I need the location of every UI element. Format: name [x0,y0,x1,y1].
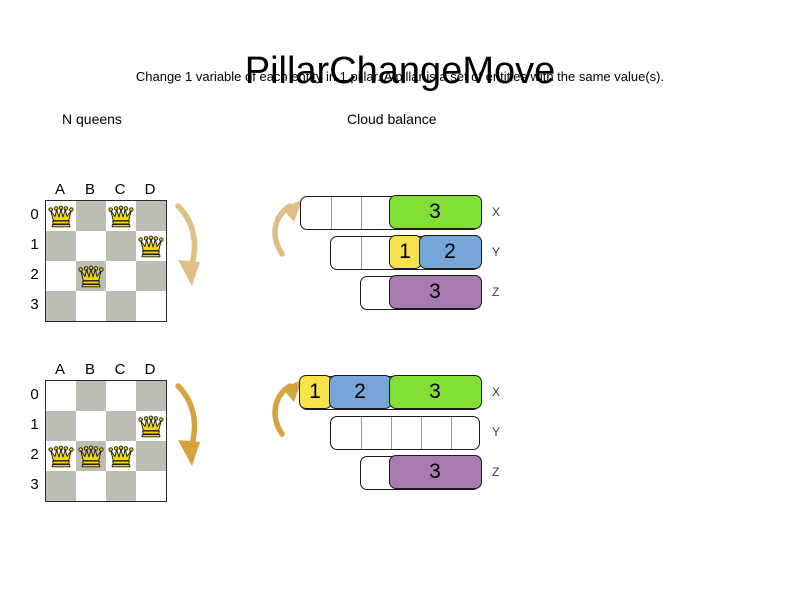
board-rank-label-1: 1 [30,236,39,253]
board-file-label-a: A [54,181,65,198]
arrow-board-move-icon [166,376,206,477]
section-caption-n-queens: N queens [62,111,122,127]
board-cell-a2[interactable] [46,261,76,291]
board-rank-labels: 0 1 2 3 [26,200,43,320]
queen-icon-d1[interactable] [138,415,164,438]
cloud-bar-divider [421,417,422,449]
board-grid[interactable] [45,380,167,502]
cloud-computer-label-y: Y [492,425,501,439]
cloud-computer-label-z: Z [492,285,500,299]
cloud-process-2[interactable]: 2 [328,374,392,409]
board-file-label-b: B [84,361,95,378]
board-cell-b0[interactable] [76,381,106,411]
board-rank-label-0: 0 [30,386,39,403]
board-cell-a1[interactable] [46,231,76,261]
board-cell-d2[interactable] [136,261,166,291]
board-cell-c3[interactable] [106,291,136,321]
board-rank-label-1: 1 [30,416,39,433]
cloud-process-3[interactable]: 3 [388,194,482,229]
cloud-process-2[interactable]: 2 [418,234,482,269]
board-rank-label-0: 0 [30,206,39,223]
cloud-process-1[interactable]: 1 [388,234,422,269]
arrow-cloud-move-icon [268,376,308,447]
board-file-label-b: B [84,181,95,198]
cloud-row-y[interactable]: Y [330,416,500,450]
board-file-label-c: C [114,181,126,198]
section-caption-cloud-balance: Cloud balance [347,111,437,127]
board-cell-c1[interactable] [106,231,136,261]
cloud-bar-divider [451,417,452,449]
board-cell-c3[interactable] [106,471,136,501]
cloud-bar-divider [361,237,362,269]
board-rank-label-2: 2 [30,266,39,283]
cloud-computer-label-x: X [492,205,501,219]
board-cell-d2[interactable] [136,441,166,471]
board-file-label-c: C [114,361,126,378]
board-file-labels: A B C D [45,180,165,200]
queen-icon-c2[interactable] [108,445,134,468]
board-cell-b3[interactable] [76,291,106,321]
board-file-labels: A B C D [45,360,165,380]
cloud-bar-divider [391,417,392,449]
cloud-computer-label-x: X [492,385,501,399]
cloud-computer-label-z: Z [492,465,500,479]
board-cell-b1[interactable] [76,411,106,441]
board-rank-label-3: 3 [30,476,39,493]
board-cell-d3[interactable] [136,471,166,501]
board-file-label-a: A [54,361,65,378]
board-cell-c1[interactable] [106,411,136,441]
board-rank-label-3: 3 [30,296,39,313]
arrow-board-move-icon [166,196,206,297]
cloud-bar-track [330,416,480,450]
queen-icon-a0[interactable] [48,205,74,228]
cloud-bar-divider [331,197,332,229]
board-cell-b1[interactable] [76,231,106,261]
cloud-bar-divider [361,417,362,449]
board-cell-b3[interactable] [76,471,106,501]
arrow-cloud-move-icon [268,196,308,267]
board-file-label-d: D [144,361,156,378]
cloud-process-3[interactable]: 3 [388,274,482,309]
board-cell-a3[interactable] [46,291,76,321]
page-title: PillarChangeMove [244,50,556,93]
board-rank-label-2: 2 [30,446,39,463]
board-cell-b0[interactable] [76,201,106,231]
board-rank-labels: 0 1 2 3 [26,380,43,500]
cloud-computer-label-y: Y [492,245,501,259]
board-cell-a1[interactable] [46,411,76,441]
board-cell-d0[interactable] [136,381,166,411]
cloud-process-3[interactable]: 3 [388,454,482,489]
cloud-process-3[interactable]: 3 [388,374,482,409]
board-cell-a3[interactable] [46,471,76,501]
queen-icon-d1[interactable] [138,235,164,258]
board-cell-a0[interactable] [46,381,76,411]
board-cell-c2[interactable] [106,261,136,291]
cloud-process-1[interactable]: 1 [298,374,332,409]
board-cell-d3[interactable] [136,291,166,321]
cloud-bar-divider [361,197,362,229]
board-grid[interactable] [45,200,167,322]
page-subtitle: Change 1 variable of each entity in 1 pi… [135,69,665,84]
board-cell-d0[interactable] [136,201,166,231]
board-cell-c0[interactable] [106,381,136,411]
queen-icon-a2[interactable] [48,445,74,468]
queen-icon-c0[interactable] [108,205,134,228]
queen-icon-b2[interactable] [78,265,104,288]
board-file-label-d: D [144,181,156,198]
queen-icon-b2[interactable] [78,445,104,468]
